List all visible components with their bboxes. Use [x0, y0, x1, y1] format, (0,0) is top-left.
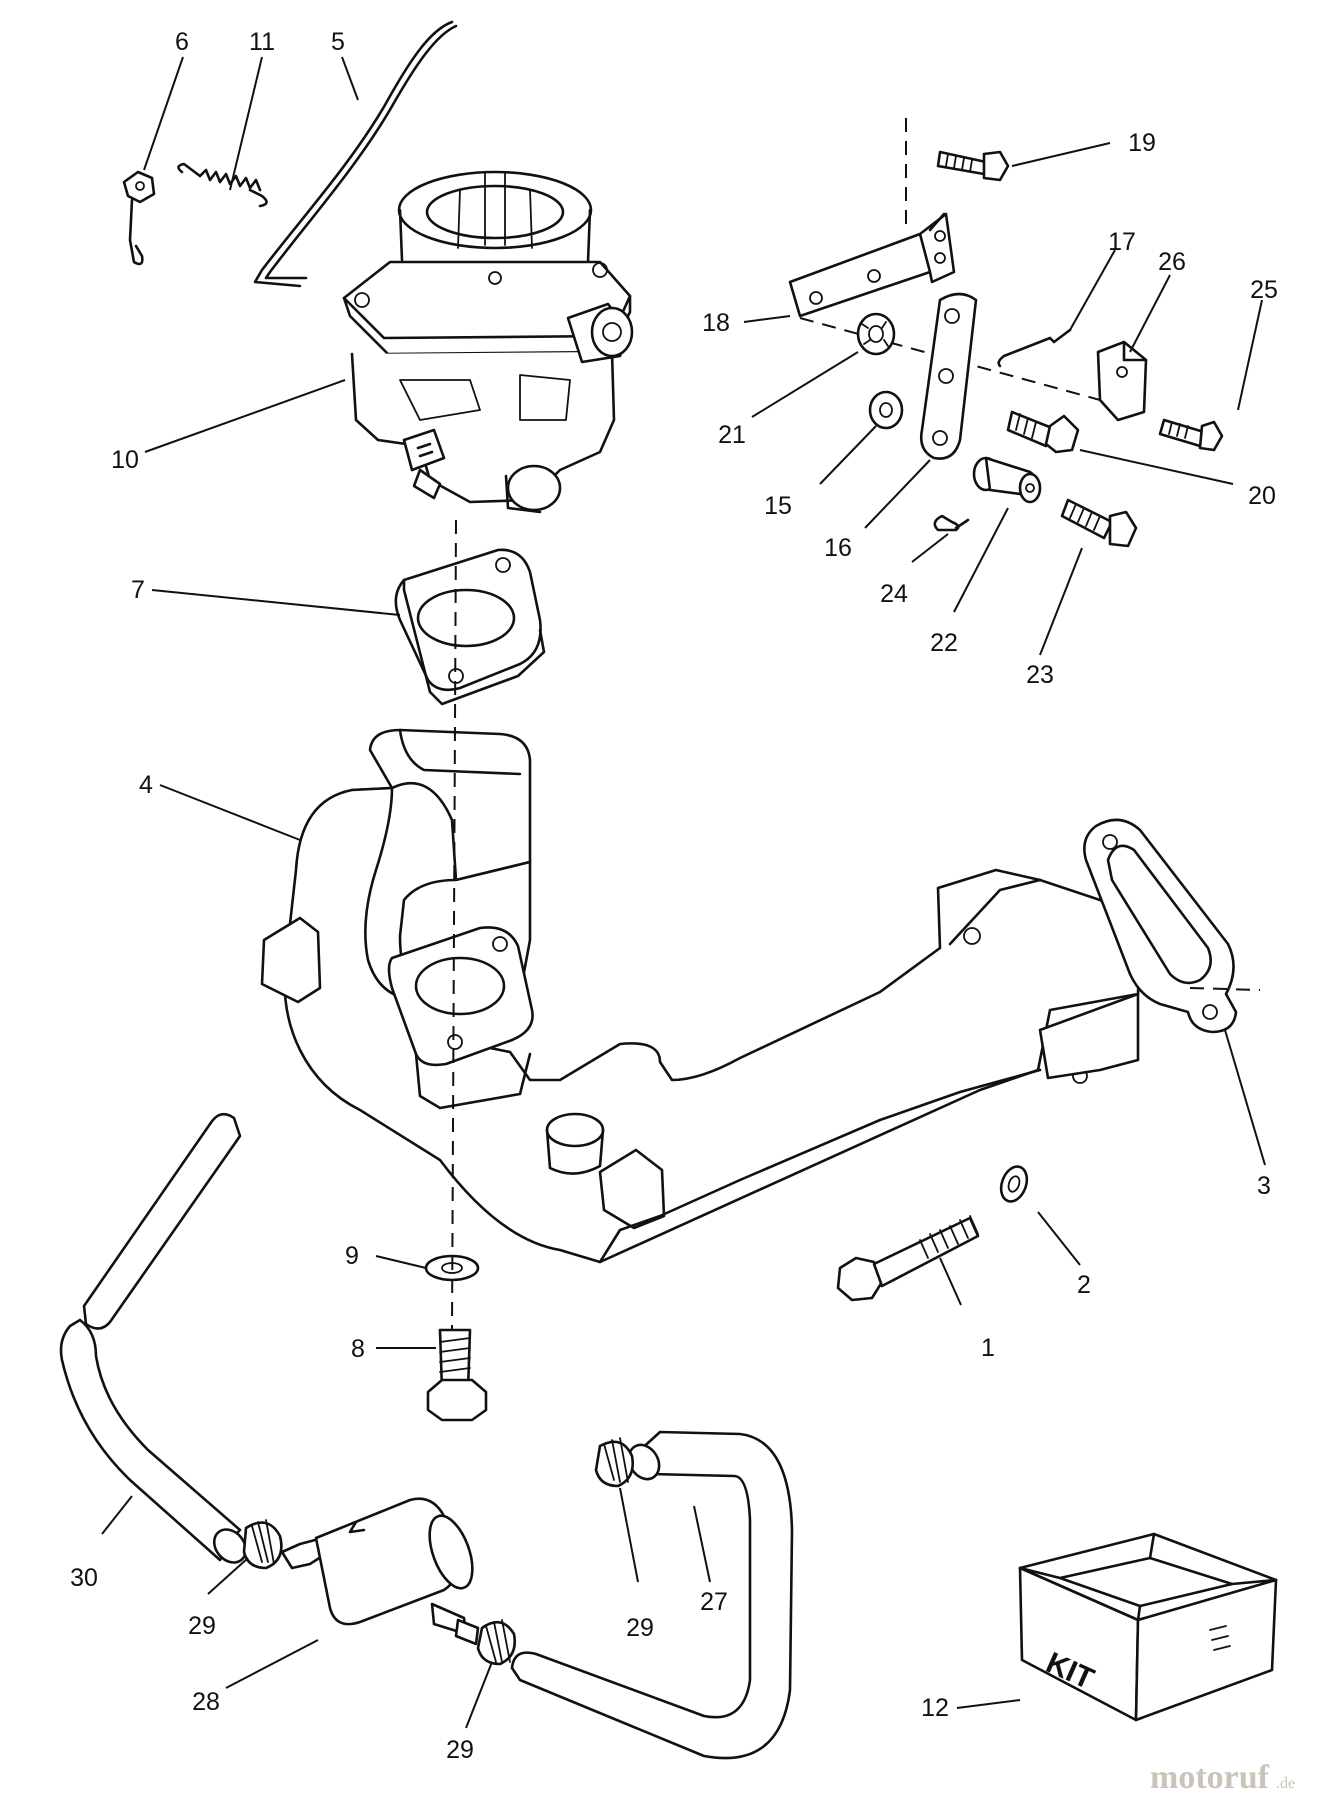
part-11-spring [177, 162, 268, 208]
callout-21: 21 [718, 421, 746, 449]
part-4-intake-manifold [260, 728, 1142, 1264]
part-10-carburetor [342, 170, 634, 514]
callout-30: 30 [70, 1564, 98, 1592]
part-30-fuel-hose [59, 1112, 248, 1564]
part-3-port-gasket [1083, 818, 1238, 1034]
part-23-bolt [1060, 498, 1138, 548]
callout-11: 11 [249, 28, 275, 56]
part-27-fuel-hose [510, 1430, 794, 1760]
callout-2: 2 [1077, 1271, 1091, 1299]
part-22-bushing [972, 456, 1042, 504]
callout-29-left: 29 [188, 1612, 216, 1640]
part-5-choke-rod [253, 20, 458, 288]
watermark-brand: motoruf [1150, 1759, 1270, 1796]
callout-1: 1 [981, 1334, 995, 1362]
part-24-cotter-pin [933, 514, 970, 532]
callout-24: 24 [880, 580, 908, 608]
assembly-axis-line-right [1189, 987, 1261, 991]
callout-7: 7 [131, 576, 145, 604]
callout-29-bottom: 29 [446, 1736, 474, 1764]
part-16-link [919, 292, 978, 460]
callout-6: 6 [175, 28, 189, 56]
callout-29-top: 29 [626, 1614, 654, 1642]
callout-9: 9 [345, 1242, 359, 1270]
callout-22: 22 [930, 629, 958, 657]
part-29-hose-clamp-left [242, 1519, 283, 1570]
bracket-axis-line [799, 118, 1101, 401]
part-20-bolt [1006, 410, 1080, 454]
part-1-bolt [836, 1215, 980, 1302]
callout-18: 18 [702, 309, 730, 337]
part-21-lock-washer [856, 312, 896, 356]
callout-26: 26 [1158, 248, 1186, 276]
part-29-hose-clamp-top [594, 1437, 634, 1488]
watermark-suffix: .de [1276, 1775, 1295, 1792]
callout-19: 19 [1128, 129, 1156, 157]
part-29-hose-clamp-right [476, 1619, 516, 1666]
part-17-spring-clip [997, 328, 1072, 368]
callout-3: 3 [1257, 1172, 1271, 1200]
part-18-bracket [788, 212, 956, 318]
part-25-screw [1158, 418, 1224, 452]
callout-15: 15 [764, 492, 792, 520]
part-26-clamp [1096, 340, 1148, 422]
callout-labels: 1 2 3 4 5 6 7 8 9 10 11 12 15 16 17 18 1… [70, 28, 1278, 1764]
part-12-kit-box: KIT [1018, 1532, 1278, 1722]
part-2-washer [999, 1165, 1029, 1203]
callout-25: 25 [1250, 276, 1278, 304]
part-15-washer [868, 390, 904, 430]
callout-5: 5 [331, 28, 345, 56]
part-28-fuel-filter [280, 1497, 480, 1646]
callout-17: 17 [1108, 228, 1136, 256]
callout-12: 12 [921, 1694, 949, 1722]
callout-8: 8 [351, 1335, 365, 1363]
watermark-logo: motoruf .de [1150, 1759, 1295, 1796]
part-6-link [122, 170, 156, 266]
callout-10: 10 [111, 446, 139, 474]
leader-lines [101, 56, 1266, 1729]
assembly-axis-line [451, 519, 457, 1331]
part-19-screw [936, 150, 1010, 182]
callout-4: 4 [139, 771, 153, 799]
callout-23: 23 [1026, 661, 1054, 689]
part-7-gasket [394, 548, 546, 706]
part-8-stud [426, 1328, 488, 1422]
callout-16: 16 [824, 534, 852, 562]
callout-27: 27 [700, 1588, 728, 1616]
callout-28: 28 [192, 1688, 220, 1716]
callout-20: 20 [1248, 482, 1276, 510]
